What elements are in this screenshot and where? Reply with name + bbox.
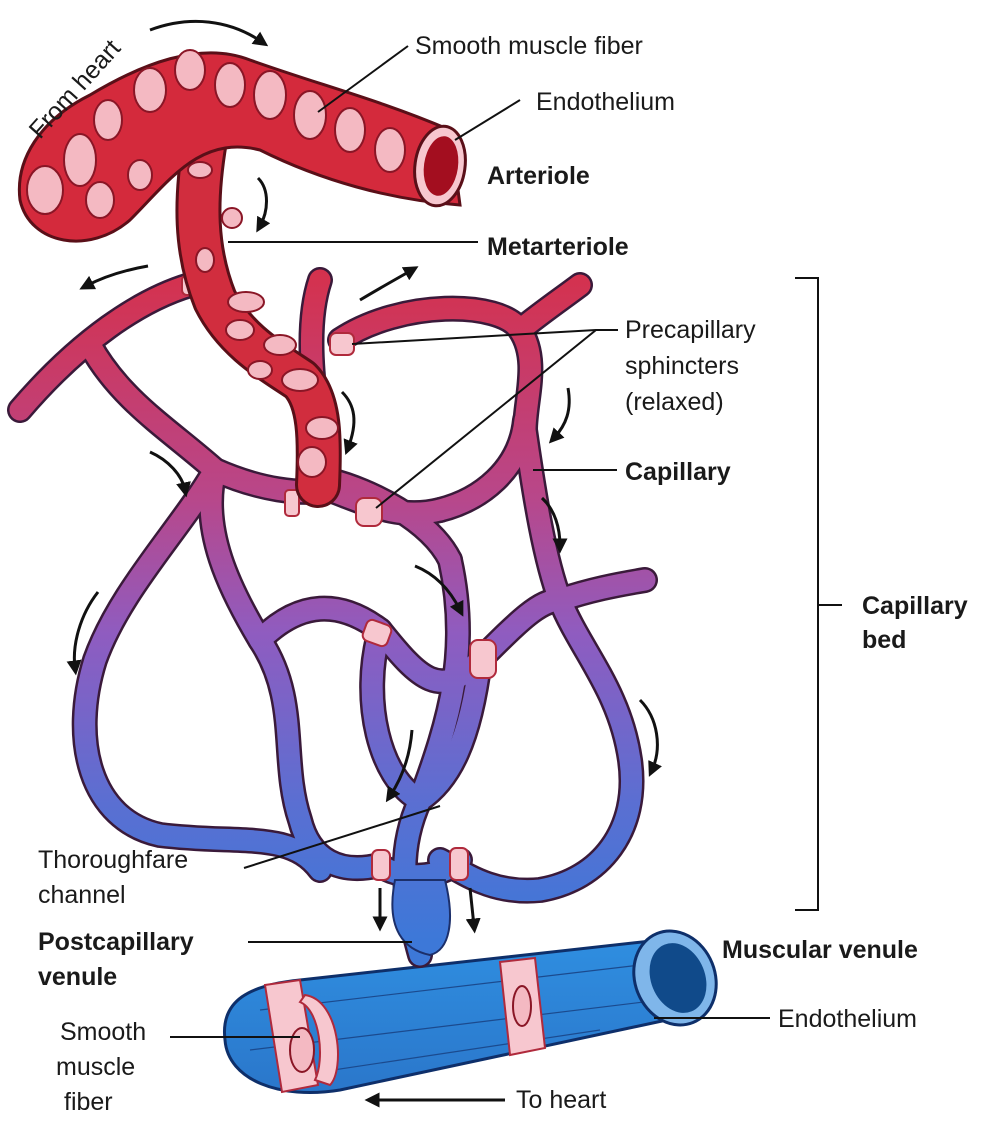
endothelium-bottom-label: Endothelium <box>778 1005 917 1033</box>
precapillary-sphincters-label: Precapillary sphincters (relaxed) <box>625 316 763 416</box>
capillary-label: Capillary <box>625 458 731 486</box>
metarteriole-label: Metarteriole <box>487 233 629 261</box>
to-heart-label: To heart <box>516 1086 606 1114</box>
capillary-bed-bracket <box>795 278 842 910</box>
postcapillary-venule-label: Postcapillary venule <box>38 928 201 991</box>
smooth-muscle-fiber-bottom-label: Smooth muscle fiber <box>56 1018 153 1116</box>
smooth-muscle-fiber-top-label: Smooth muscle fiber <box>415 32 643 60</box>
capillary-bed-label: Capillary bed <box>862 592 975 654</box>
thoroughfare-channel-label: Thoroughfare channel <box>38 846 195 909</box>
endothelium-top-label: Endothelium <box>536 88 675 116</box>
muscular-venule-label: Muscular venule <box>722 936 918 964</box>
arteriole-label: Arteriole <box>487 162 590 190</box>
